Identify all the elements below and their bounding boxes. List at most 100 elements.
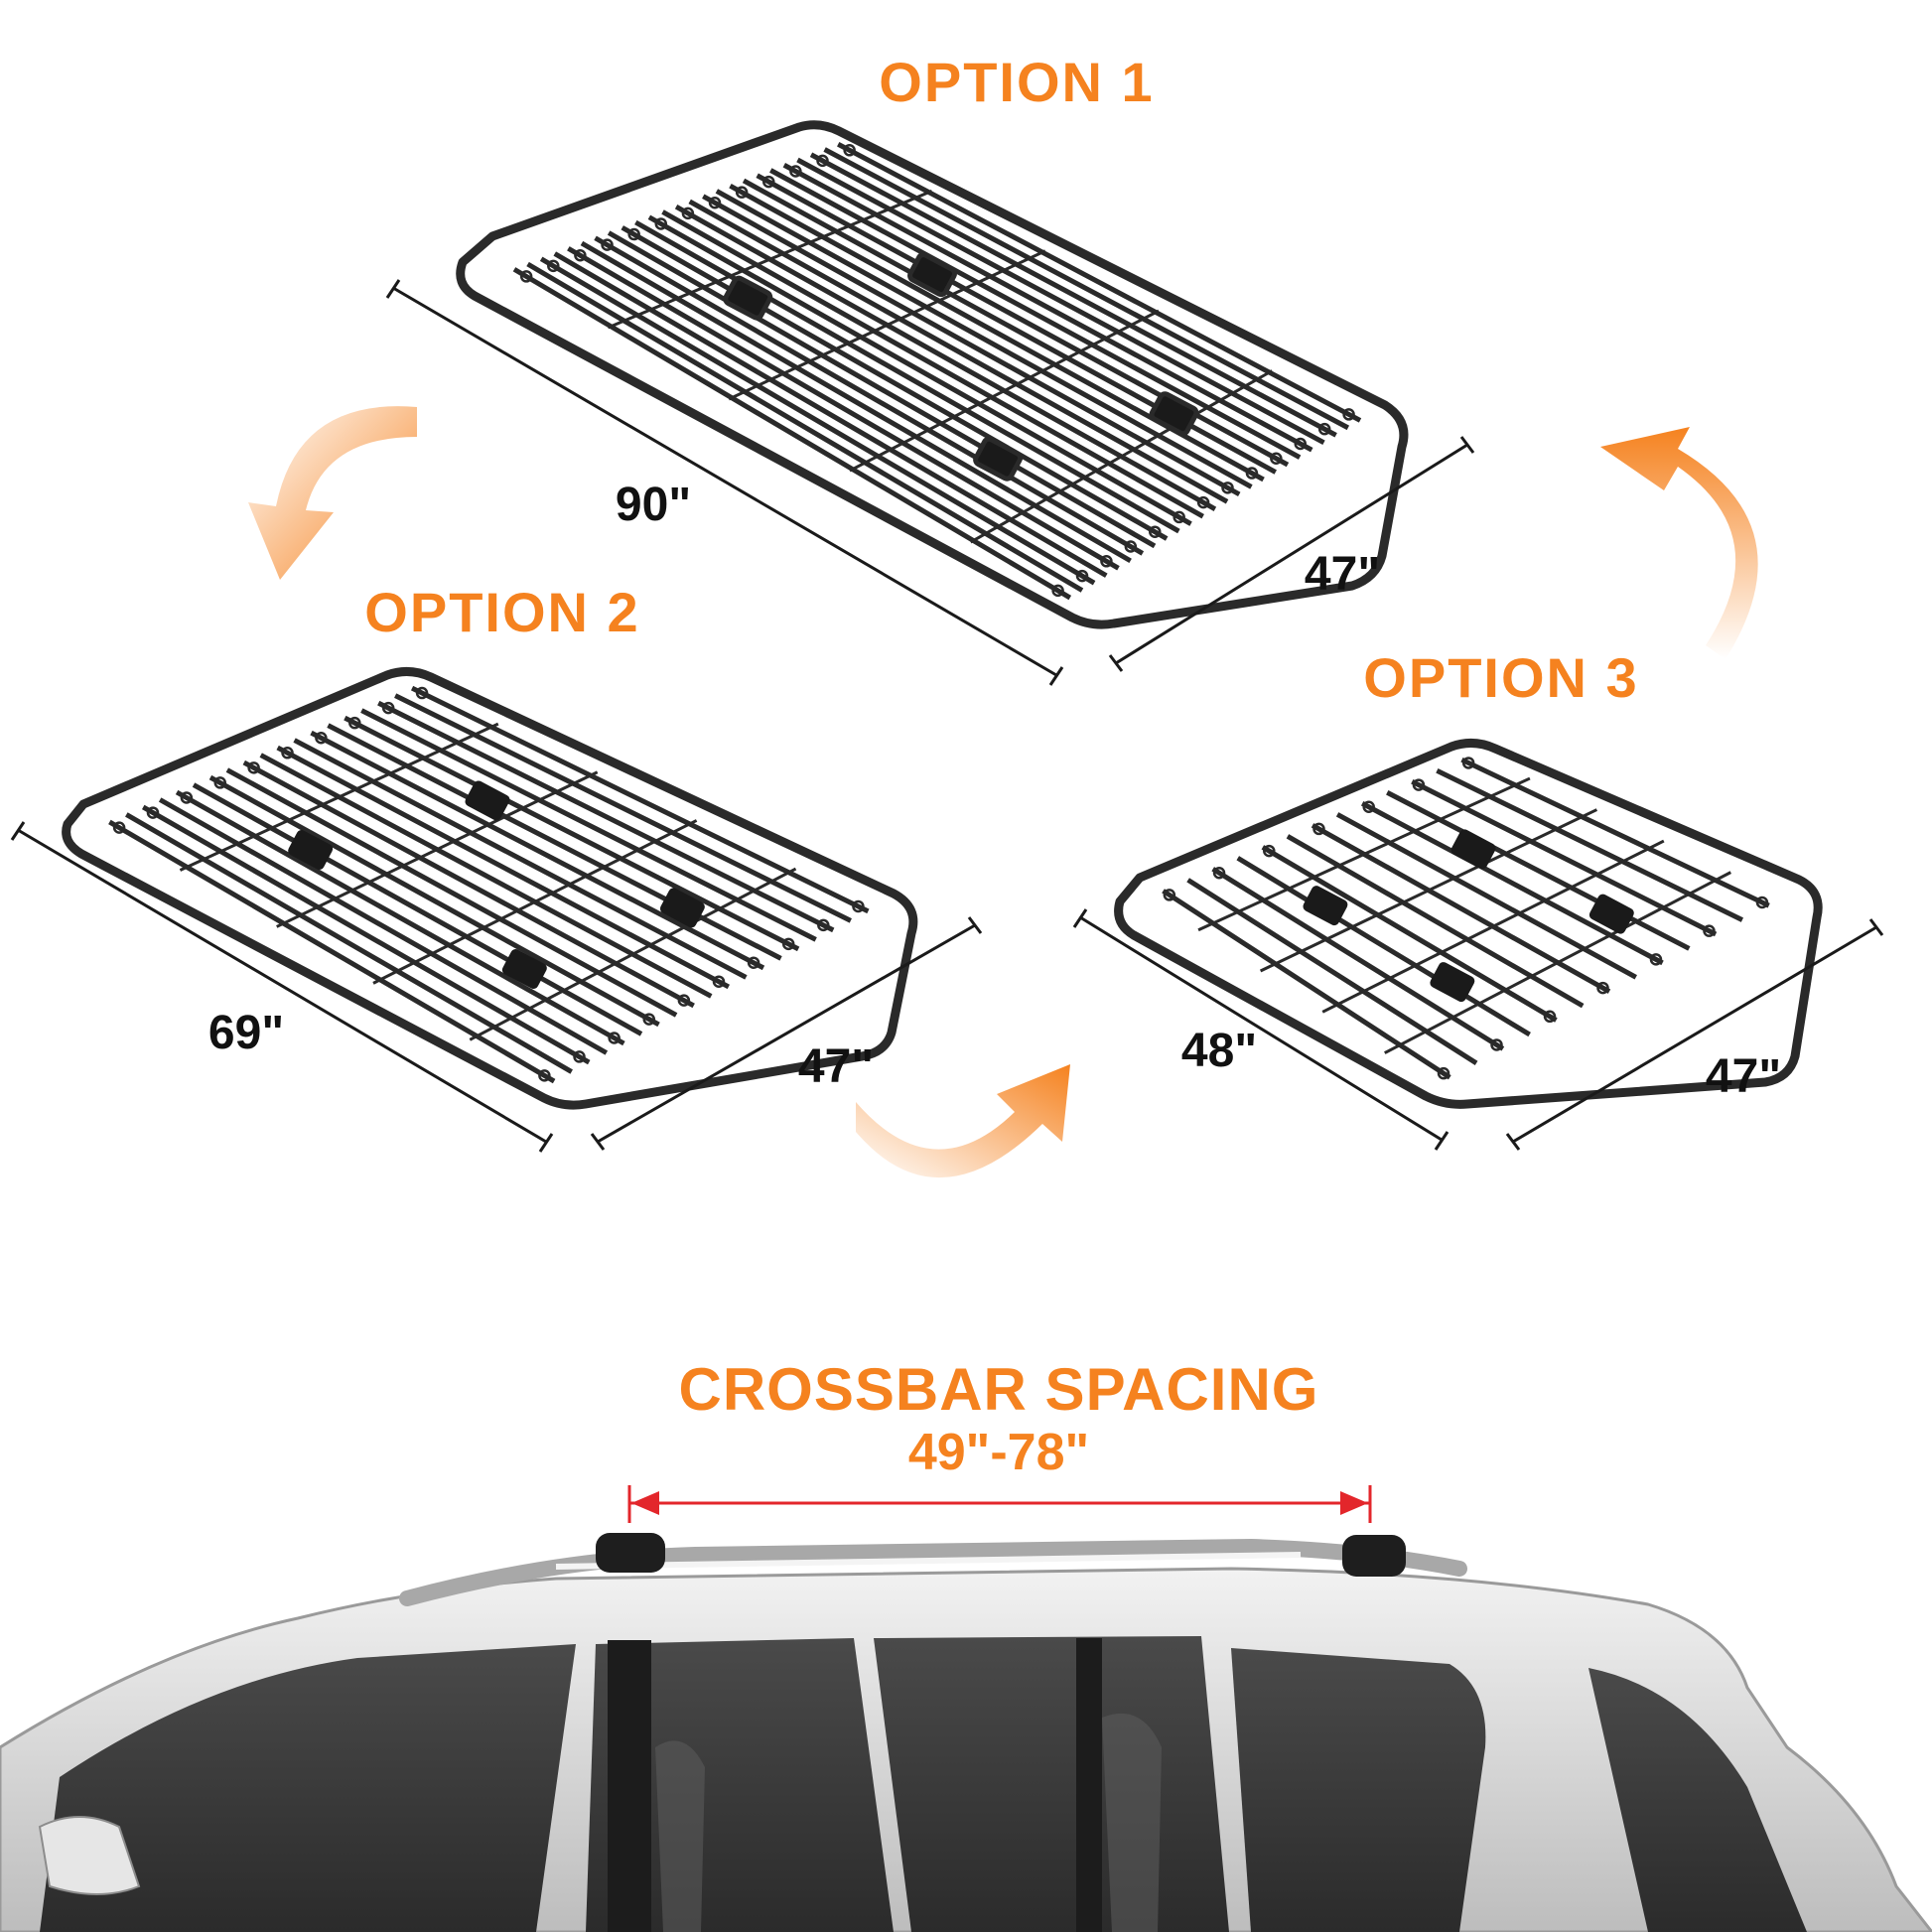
mounting-clamp-icon	[1588, 894, 1634, 934]
tie-down-loop-icon	[348, 716, 361, 730]
option-3-length-label: 48"	[1181, 1025, 1257, 1077]
tie-down-loop-icon	[538, 1069, 551, 1082]
rack-bar	[192, 782, 643, 1036]
option-1-title: OPTION 1	[879, 51, 1154, 113]
tie-down-loop-icon	[1124, 540, 1138, 553]
rack-bar	[360, 708, 817, 942]
rack-bar	[310, 730, 765, 971]
option-2-rack-bars	[108, 685, 870, 1084]
rear-hatch-window	[1588, 1668, 1807, 1932]
rack-bar	[702, 194, 1241, 497]
rack-bar	[125, 812, 573, 1074]
rack-bar	[567, 246, 1120, 571]
mounting-clamp-icon	[723, 275, 773, 321]
curved-arrow-icon-bottom	[856, 1064, 1070, 1178]
option-3-group: OPTION 3 48" 47"	[1072, 646, 1884, 1151]
rack-bar	[259, 753, 713, 999]
crossbar-measure-arrow	[627, 1485, 1372, 1523]
rack-bar	[1386, 790, 1691, 951]
tie-down-loop-icon	[1755, 896, 1769, 909]
tie-down-loop-icon	[381, 701, 395, 715]
rack-bar	[1460, 757, 1770, 908]
crossbar-foot-front	[596, 1533, 665, 1573]
option-2-width-label: 47"	[798, 1040, 874, 1093]
tie-down-loop-icon	[1342, 408, 1355, 421]
tie-down-loop-icon	[816, 154, 829, 168]
tie-down-loop-icon	[415, 686, 429, 700]
rack-bar	[242, 759, 695, 1009]
rack-bar	[796, 157, 1325, 445]
rack-crossbar	[1197, 776, 1531, 932]
rack-bar	[823, 147, 1350, 431]
mounting-clamp-icon	[1149, 391, 1199, 437]
option-3-rack-bars	[1162, 757, 1770, 1080]
crossbar-spacing-title: CROSSBAR SPACING	[679, 1356, 1319, 1423]
tie-down-loop-icon	[315, 731, 328, 745]
c-pillar	[1076, 1638, 1102, 1932]
rack-bar	[674, 205, 1217, 511]
tie-down-loop-icon	[1437, 1066, 1450, 1080]
rack-bar	[756, 173, 1290, 468]
tie-down-loop-icon	[1221, 482, 1234, 494]
rack-bar	[344, 715, 800, 952]
tie-down-loop-icon	[708, 197, 722, 209]
tie-down-loop-icon	[573, 1050, 586, 1063]
rack-bar	[715, 189, 1253, 489]
option-2-group: OPTION 2 69" 47"	[10, 581, 983, 1153]
tie-down-loop-icon	[1490, 1038, 1503, 1051]
tie-down-loop-icon	[1294, 437, 1308, 451]
mounting-clamp-icon	[1303, 886, 1348, 926]
rack-crossbar	[1384, 871, 1731, 1054]
rack-crossbar	[179, 722, 499, 872]
rack-bar	[158, 797, 609, 1055]
rack-bar	[1162, 889, 1451, 1080]
rack-bar	[1261, 845, 1558, 1023]
tie-down-loop-icon	[1149, 525, 1162, 538]
b-pillar	[608, 1640, 651, 1932]
tie-down-loop-icon	[1270, 452, 1283, 466]
tie-down-loop-icon	[1703, 924, 1716, 937]
tie-down-loop-icon	[1461, 757, 1475, 769]
rack-bar	[141, 804, 591, 1065]
rack-crossbar	[849, 309, 1160, 473]
rack-bar	[394, 693, 852, 923]
rack-bar	[175, 789, 625, 1046]
mounting-clamp-icon	[465, 780, 510, 821]
rack-bar	[837, 142, 1362, 423]
tie-down-loop-icon	[1163, 889, 1176, 901]
tie-down-loop-icon	[1212, 866, 1226, 880]
rack-bar	[634, 219, 1180, 534]
option-2-title: OPTION 2	[364, 581, 639, 643]
option-2-length-label: 69"	[208, 1007, 284, 1059]
tie-down-loop-icon	[112, 821, 126, 834]
rack-bar	[1186, 878, 1478, 1065]
tie-down-loop-icon	[1312, 822, 1325, 836]
option-3-title: OPTION 3	[1363, 646, 1638, 709]
rack-bar	[1436, 768, 1744, 922]
rack-bar	[108, 819, 556, 1084]
tie-down-loop-icon	[677, 994, 691, 1007]
tie-down-loop-icon	[601, 238, 614, 251]
rack-bar	[512, 267, 1072, 601]
rack-bar	[327, 723, 782, 961]
tie-down-loop-icon	[574, 248, 587, 262]
rack-bar	[661, 209, 1204, 519]
option-1-rack-frame	[456, 120, 1409, 629]
option-3-width-label: 47"	[1706, 1050, 1781, 1103]
rear-door-window	[874, 1636, 1229, 1932]
mounting-clamp-icon	[288, 829, 334, 870]
tie-down-loop-icon	[1543, 1010, 1557, 1024]
rack-bar	[607, 230, 1157, 549]
tie-down-loop-icon	[762, 175, 775, 189]
rack-bar	[782, 163, 1313, 453]
tie-down-loop-icon	[1196, 495, 1210, 509]
tie-down-loop-icon	[247, 761, 260, 774]
rack-bar	[1211, 867, 1505, 1051]
mounting-clamp-icon	[1450, 829, 1496, 870]
tie-down-loop-icon	[180, 791, 194, 804]
front-windshield	[40, 1644, 576, 1932]
tie-down-loop-icon	[1317, 422, 1331, 436]
tie-down-loop-icon	[1412, 778, 1426, 791]
rack-bar	[1286, 834, 1585, 1009]
tie-down-loop-icon	[1173, 510, 1185, 524]
